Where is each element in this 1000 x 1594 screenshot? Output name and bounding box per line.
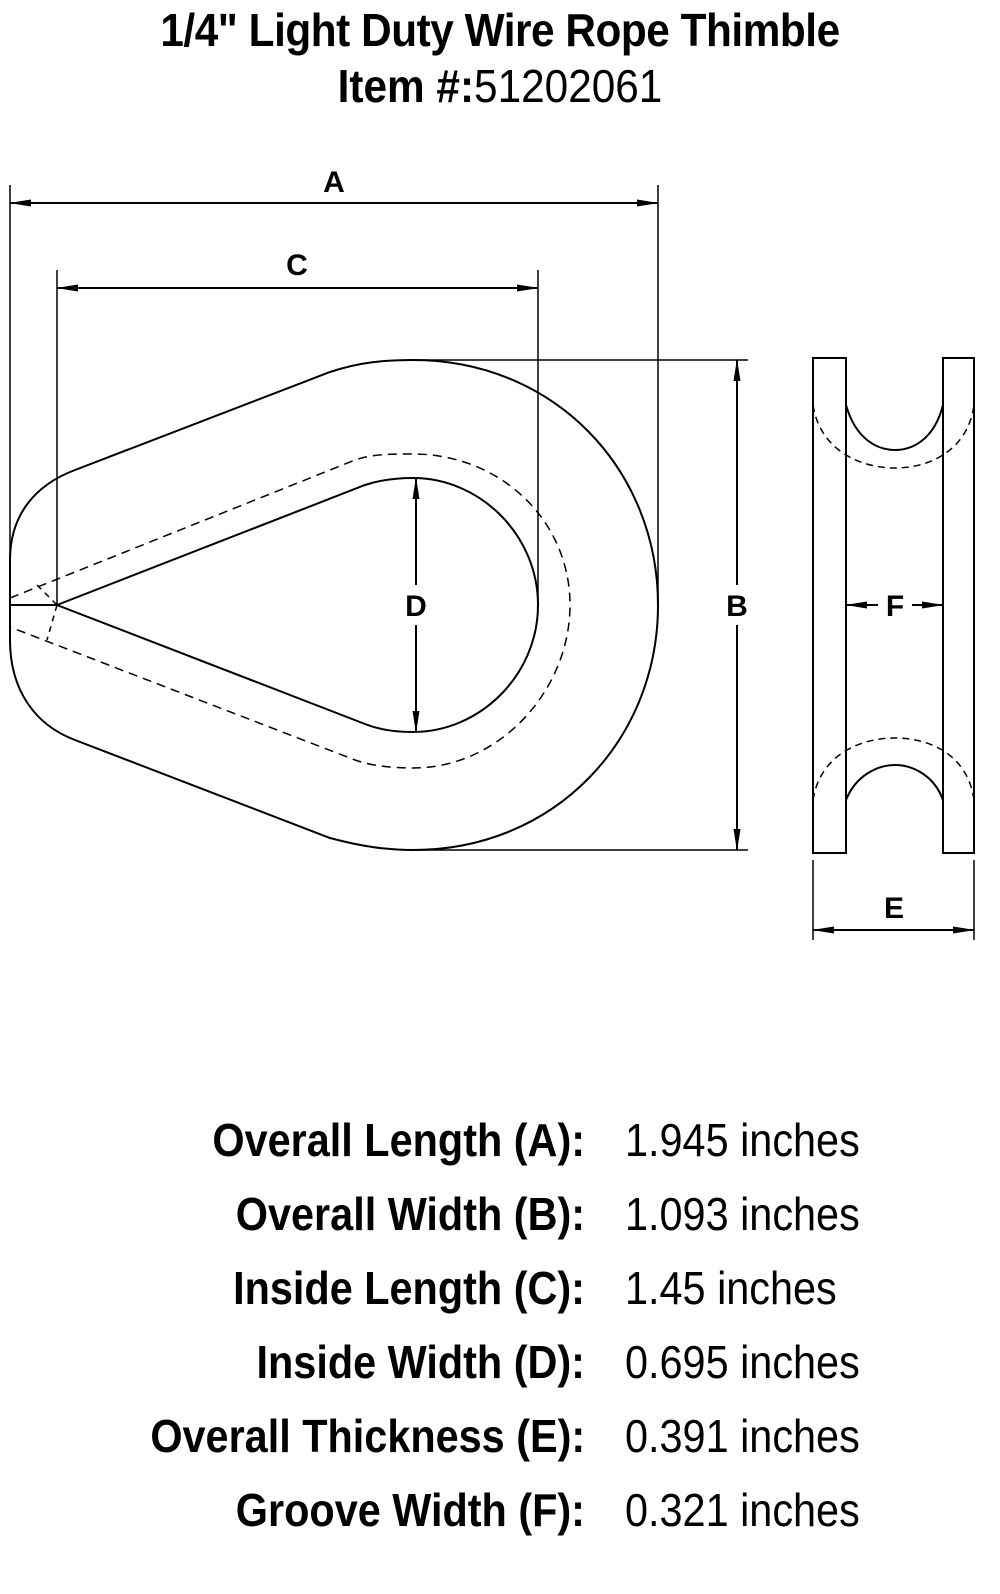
spec-value: 1.093 inches	[625, 1188, 860, 1240]
tip-hidden-line-2	[46, 604, 58, 641]
spec-label: Overall Thickness (E):	[150, 1410, 585, 1462]
spec-value: 0.321 inches	[625, 1484, 860, 1536]
product-title: 1/4" Light Duty Wire Rope Thimble	[160, 4, 840, 56]
dimension-c-label: C	[286, 249, 308, 282]
tip-hidden-line	[36, 584, 58, 606]
item-number-label: Item #:	[337, 60, 475, 112]
spec-label: Overall Length (A):	[212, 1114, 585, 1166]
specifications-table: Overall Length (A): 1.945 inches Overall…	[0, 1103, 1000, 1547]
groove-hidden-line	[9, 453, 571, 769]
bottom-groove-hidden	[812, 737, 975, 801]
spec-value: 1.945 inches	[625, 1114, 860, 1166]
item-number-value: 51202061	[474, 60, 663, 112]
dimension-a-label: A	[323, 166, 345, 199]
spec-row-overall-thickness: Overall Thickness (E): 0.391 inches	[0, 1399, 1000, 1473]
front-view	[9, 358, 660, 852]
spec-label: Inside Length (C):	[233, 1262, 585, 1314]
technical-drawing: A C D B F E	[9, 166, 975, 940]
spec-value: 0.695 inches	[625, 1336, 860, 1388]
dimension-b: B	[726, 359, 748, 851]
extension-lines	[9, 185, 748, 851]
spec-row-inside-length: Inside Length (C): 1.45 inches	[0, 1251, 1000, 1325]
dimension-b-label: B	[726, 590, 748, 623]
dimension-e-label: E	[884, 892, 904, 925]
spec-row-groove-width: Groove Width (F): 0.321 inches	[0, 1473, 1000, 1547]
dimension-e: E	[812, 860, 975, 940]
spec-label: Inside Width (D):	[256, 1336, 585, 1388]
spec-label: Groove Width (F):	[235, 1484, 585, 1536]
dimension-c: C	[56, 249, 539, 292]
bottom-groove-arc	[845, 763, 944, 801]
spec-value: 0.391 inches	[625, 1410, 860, 1462]
spec-row-overall-width: Overall Width (B): 1.093 inches	[0, 1177, 1000, 1251]
dimension-a: A	[9, 166, 659, 207]
title-block: 1/4" Light Duty Wire Rope Thimble Item #…	[0, 0, 1000, 114]
spec-row-overall-length: Overall Length (A): 1.945 inches	[0, 1103, 1000, 1177]
item-number-line: Item #:51202061	[40, 58, 960, 114]
spec-value: 1.45 inches	[625, 1262, 837, 1314]
spec-label: Overall Width (B):	[235, 1188, 585, 1240]
dimension-d: D	[405, 477, 427, 733]
dimension-f: F	[845, 590, 944, 623]
top-groove-hidden	[812, 404, 975, 469]
inner-outline	[54, 476, 540, 734]
dimension-d-label: D	[405, 590, 427, 623]
outer-outline	[9, 358, 660, 852]
top-groove-arc	[845, 404, 944, 452]
left-flange	[812, 357, 847, 854]
right-flange	[942, 357, 975, 854]
spec-row-inside-width: Inside Width (D): 0.695 inches	[0, 1325, 1000, 1399]
dimension-f-label: F	[886, 590, 904, 623]
